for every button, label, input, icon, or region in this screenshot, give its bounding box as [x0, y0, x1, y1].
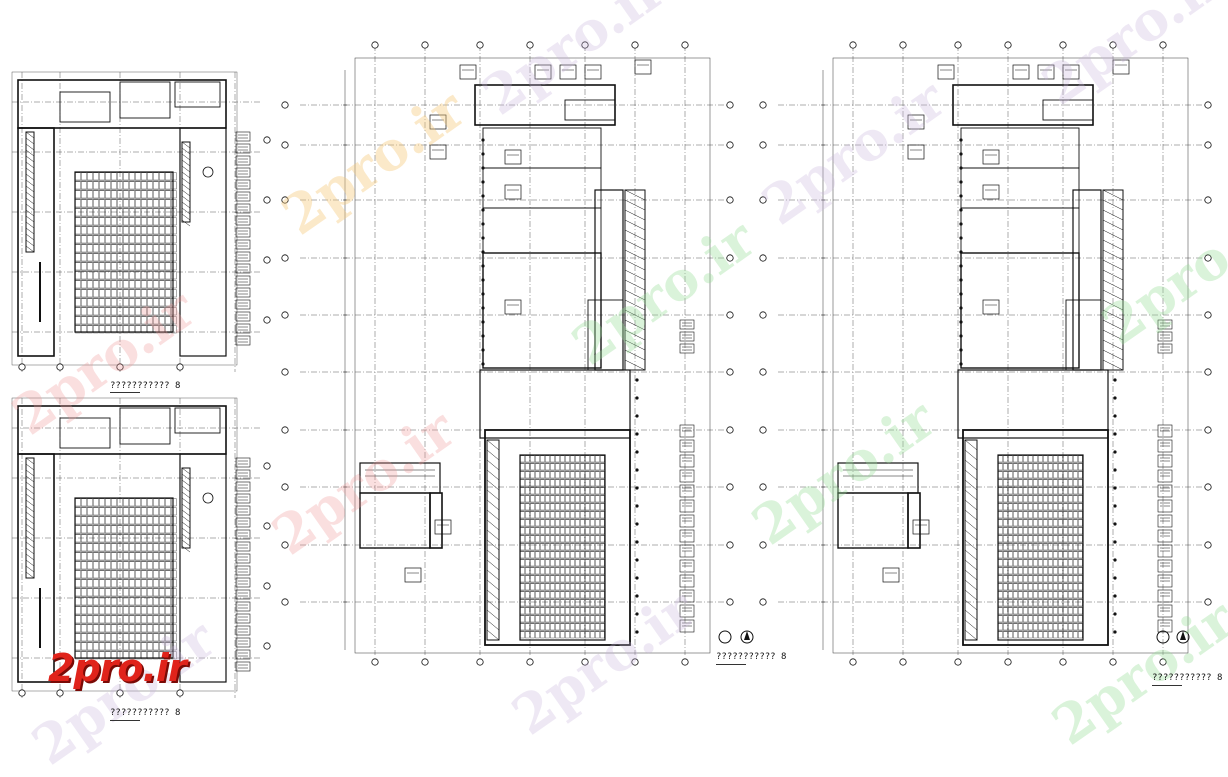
caption-lower-left-plan: ??????????? 8	[110, 708, 181, 718]
plan-upper-left	[11, 71, 271, 372]
plan-right-large	[759, 41, 1212, 666]
cad-drawing	[11, 41, 1212, 698]
caption-upper-left-plan: ??????????? 8	[110, 381, 181, 391]
plan-middle-large	[281, 41, 754, 666]
scale-bar-middle	[716, 664, 746, 665]
caption-right-plan: ??????????? 8	[1152, 673, 1223, 683]
scale-bar-upper-left	[110, 392, 140, 393]
scale-bar-lower-left	[110, 720, 140, 721]
scale-bar-right	[1152, 685, 1182, 686]
caption-middle-plan: ??????????? 8	[716, 652, 787, 662]
brand-logo: 2pro.ir	[48, 646, 187, 690]
plan-lower-left	[11, 397, 271, 698]
